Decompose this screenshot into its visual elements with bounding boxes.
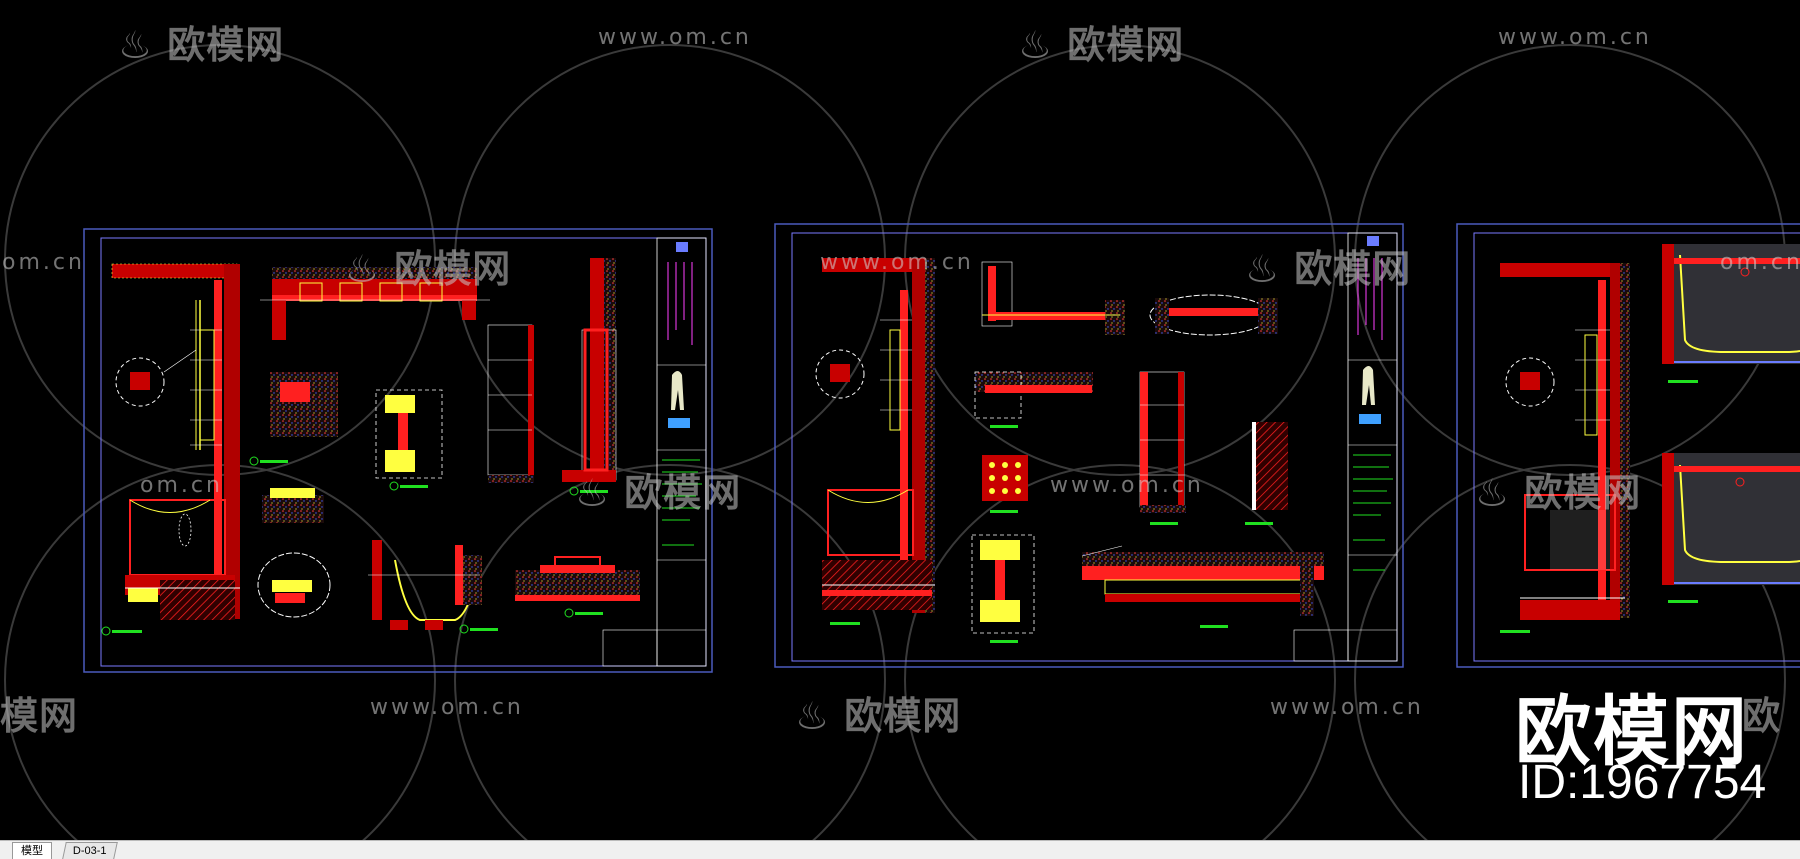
sheet-3[interactable]	[1456, 223, 1800, 668]
watermark-brand: ♨ 欧模网	[118, 23, 285, 67]
tab-model-label: 模型	[21, 845, 43, 857]
tab-model[interactable]: 模型	[12, 842, 52, 859]
overlay-id: ID:1967754	[1518, 756, 1767, 809]
watermark-url: www.om.cn	[598, 25, 752, 50]
overlay-brand: 欧模网	[1515, 687, 1749, 776]
watermark-url: www.om.cn	[820, 250, 974, 275]
watermark-brand: ♨ 欧模网	[1475, 471, 1642, 515]
watermark-url: www.om.cn	[1498, 25, 1652, 50]
layout-tab-bar: 模型 D-03-1	[0, 840, 1800, 859]
sheet-2[interactable]	[774, 223, 1404, 668]
watermark-brand: ♨ 欧模网	[1245, 247, 1412, 291]
watermark-url: om.cn	[140, 473, 223, 498]
watermark-url: om.cn	[2, 250, 85, 275]
watermark-brand: ♨ 欧模网	[575, 471, 742, 515]
tab-layout-d-03-1[interactable]: D-03-1	[62, 842, 118, 859]
watermark-brand: ♨ 欧模网	[795, 694, 962, 738]
watermark-brand: ♨ 欧模网	[1018, 23, 1185, 67]
watermark-brand: ♨ 欧模网	[345, 247, 512, 291]
tab-layout-label: D-03-1	[72, 845, 107, 857]
cad-drawing	[4, 44, 1800, 840]
watermark-url: www.om.cn	[370, 695, 524, 720]
watermark-url: om.cn	[1720, 250, 1800, 275]
drawing-canvas[interactable]: ♨ 欧模网 www.om.cn ♨ 欧模网 www.om.cn om.cn ♨ …	[0, 0, 1800, 840]
watermark-url: www.om.cn	[1050, 473, 1204, 498]
watermark-brand: 欧	[1742, 694, 1782, 738]
watermark-url: www.om.cn	[1270, 695, 1424, 720]
watermark-brand: 模网	[0, 694, 79, 738]
sheet-1[interactable]	[83, 228, 713, 673]
